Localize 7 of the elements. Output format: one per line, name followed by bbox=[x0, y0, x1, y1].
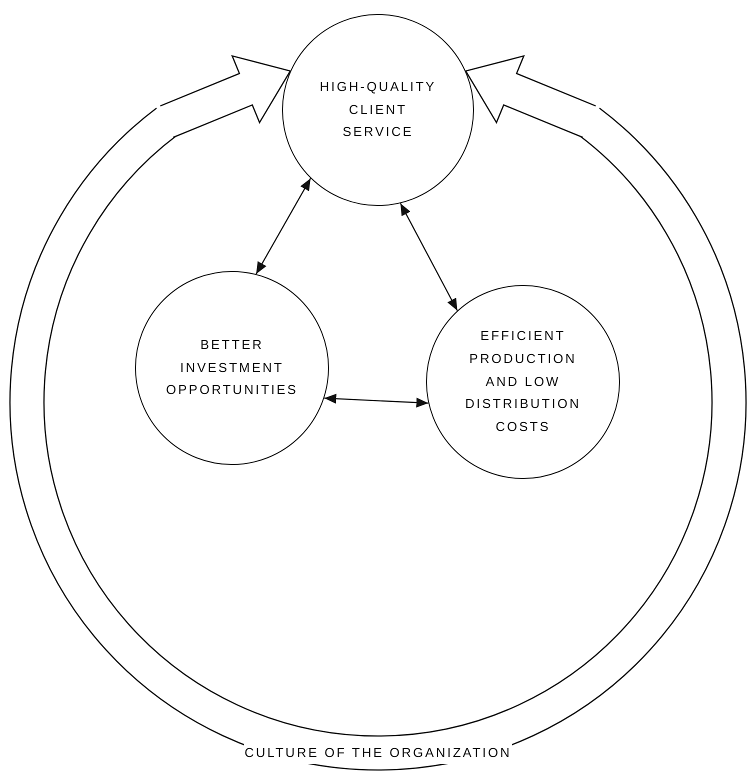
double-arrow bbox=[400, 203, 458, 311]
double-arrow bbox=[324, 394, 428, 408]
double-arrow bbox=[256, 178, 312, 274]
node-label: HIGH-QUALITY CLIENT SERVICE bbox=[318, 78, 438, 142]
node-label: EFFICIENT PRODUCTION AND LOW DISTRIBUTION COSTS bbox=[464, 327, 582, 436]
band-label: CULTURE OF THE ORGANIZATION bbox=[244, 742, 512, 764]
node-label: BETTER INVESTMENT OPPORTUNITIES bbox=[165, 336, 299, 400]
